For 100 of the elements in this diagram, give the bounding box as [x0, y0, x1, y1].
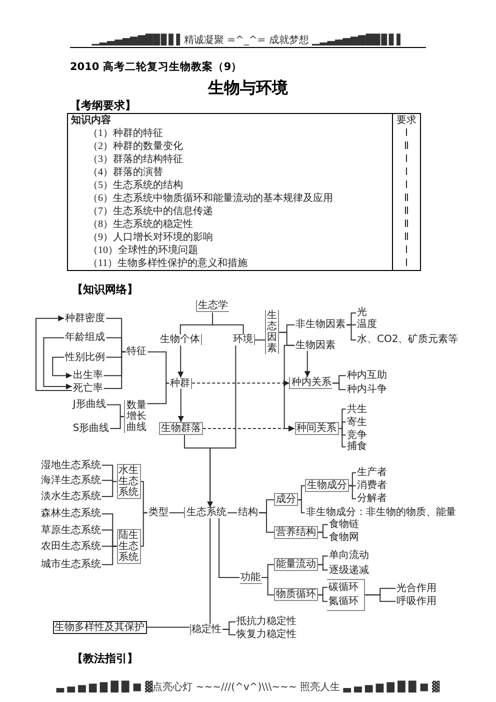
- connector-line: [226, 512, 238, 514]
- concept-box: 陆生生态系统: [116, 528, 141, 564]
- concept-label: 农田生态系统: [40, 540, 102, 552]
- concept-label: 生态学: [196, 300, 229, 312]
- requirement-level: Ⅱ: [404, 193, 410, 204]
- connector-line: [110, 416, 125, 430]
- requirement-level: Ⅱ: [404, 232, 410, 243]
- concept-label: 氮循环: [328, 596, 360, 607]
- footer-slogan: ▃ ▄ ▅ ▆ ▇ █ █ ■ ▓点亮心灯 ~~~///(^v^)\\\~~~ 照亮人生 ▃ ▄ ▅ ▆ ▇ █ █ ■ ▓: [56, 680, 440, 694]
- knowledge-item: （7）生态系统中的信息传递: [88, 206, 213, 217]
- concept-label: 种内关系: [289, 377, 332, 390]
- concept-label: 非生物因素: [294, 319, 347, 330]
- concept-label: S形曲线: [72, 423, 110, 434]
- group-frame: [326, 578, 365, 611]
- connector-line: [254, 339, 266, 340]
- arrow: [52, 356, 72, 379]
- concept-label: 生态系统: [184, 507, 228, 518]
- section-heading: 【教法指引】: [72, 651, 138, 666]
- concept-label: 数量增长曲线: [124, 400, 148, 434]
- concept-label: 特征: [126, 346, 148, 358]
- header-slogan: ▁▂▃▄▅▆▇█▉▊▋▌精诚凝聚 =^_^= 成就梦想 ▁▂▃▄▅▆▇█▉▊▋▌: [92, 33, 404, 47]
- arrow: [178, 388, 184, 423]
- concept-label: 非生物成分：非生物的物质、能量: [304, 507, 457, 518]
- knowledge-item: （2）种群的数量变化: [88, 141, 183, 152]
- concept-label: 碳循环: [328, 582, 360, 593]
- requirement-level: Ⅰ: [405, 167, 408, 178]
- connector-line: [140, 512, 148, 547]
- connector-line: [212, 312, 244, 335]
- concept-box: 生物成分: [304, 479, 349, 492]
- concept-label: J形曲线: [72, 399, 107, 410]
- concept-box: 营养结构: [274, 526, 318, 539]
- connector-line: [261, 577, 275, 596]
- knowledge-item: （8）生态系统的稳定性: [88, 219, 193, 230]
- concept-label: 食物网: [328, 532, 360, 544]
- connector-line: [218, 518, 240, 578]
- concept-label: 生物个体: [158, 334, 202, 346]
- table-header-text: 知识内容: [71, 115, 111, 126]
- concept-box: 物质循环: [274, 588, 318, 602]
- concept-label: 逐级递减: [328, 564, 370, 576]
- lesson-heading: 2010 高考二轮复习生物教案（9）: [70, 60, 242, 74]
- knowledge-item: （5）生态系统的结构: [88, 180, 183, 191]
- concept-label: 光合作用: [396, 582, 438, 594]
- connector-line: [168, 512, 185, 514]
- requirement-level: Ⅱ: [404, 141, 410, 152]
- connector-line: [101, 480, 118, 498]
- connector-line: [210, 518, 211, 624]
- arrow: [43, 337, 72, 390]
- requirement-level: Ⅱ: [404, 206, 410, 217]
- connector-line: [258, 512, 275, 533]
- concept-label: 共生: [346, 404, 368, 415]
- concept-label: 结构: [236, 507, 259, 518]
- concept-label: 分解者: [356, 493, 388, 504]
- concept-label: 水、CO2、矿质元素等: [356, 334, 460, 346]
- concept-box: 水生生态系统: [116, 464, 141, 499]
- concept-label: 死亡率: [72, 383, 104, 394]
- concept-label: 消费者: [356, 480, 388, 492]
- concept-label: 草原生态系统: [40, 524, 102, 536]
- section-heading: 【知识网络】: [72, 282, 138, 297]
- connector-line: [318, 594, 328, 602]
- table-header-text: 要求: [396, 115, 417, 126]
- concept-label: 稳定性: [190, 624, 223, 635]
- connector-line: [364, 594, 396, 602]
- connector-line: [332, 382, 346, 390]
- connector-line: [146, 626, 190, 628]
- concept-label: 类型: [147, 507, 170, 518]
- requirement-level: Ⅰ: [405, 180, 408, 191]
- concept-box: 生物多样性及其保护: [52, 620, 147, 634]
- concept-label: 呼吸作用: [396, 596, 438, 607]
- concept-label: 种群密度: [64, 312, 106, 324]
- concept-label: 单向流动: [328, 550, 370, 562]
- knowledge-item: （1）种群的特征: [88, 128, 163, 139]
- concept-label: 恢复力稳定性: [236, 629, 298, 640]
- concept-label: 湿地生态系统: [40, 460, 102, 471]
- concept-label: 生产者: [356, 467, 388, 478]
- concept-box: 种间关系: [294, 422, 339, 436]
- concept-label: 温度: [356, 319, 378, 330]
- concept-label: 生态因素: [265, 310, 280, 354]
- knowledge-item: （9）人口增长对环境的影响: [88, 232, 213, 243]
- connector-line: [103, 351, 126, 390]
- arrow: [36, 315, 72, 392]
- connector-line: [222, 628, 236, 636]
- concept-label: 生物因素: [294, 340, 337, 351]
- knowledge-item: （10）全球性的环境问题: [88, 245, 198, 256]
- arrow: [284, 344, 296, 432]
- knowledge-item: （6）生态系统中物质循环和能量流动的基本规律及应用: [88, 193, 333, 204]
- concept-label: 种群: [169, 378, 192, 389]
- concept-label: 食物链: [328, 519, 360, 530]
- knowledge-item: （4）群落的演替: [88, 167, 163, 178]
- arrow: [184, 434, 214, 508]
- page-title: 生物与环境: [208, 78, 288, 99]
- concept-label: 城市生态系统: [40, 559, 102, 570]
- concept-label: 淡水生态系统: [40, 491, 102, 502]
- connector-line: [318, 564, 328, 570]
- requirement-level: Ⅰ: [405, 154, 408, 165]
- connector-line: [346, 324, 356, 340]
- concept-label: 竞争: [346, 430, 368, 440]
- connector-line: [298, 499, 306, 514]
- concept-label: 寄生: [346, 416, 368, 428]
- dashed-arrow: [192, 380, 290, 386]
- concept-label: 森林生态系统: [40, 508, 102, 520]
